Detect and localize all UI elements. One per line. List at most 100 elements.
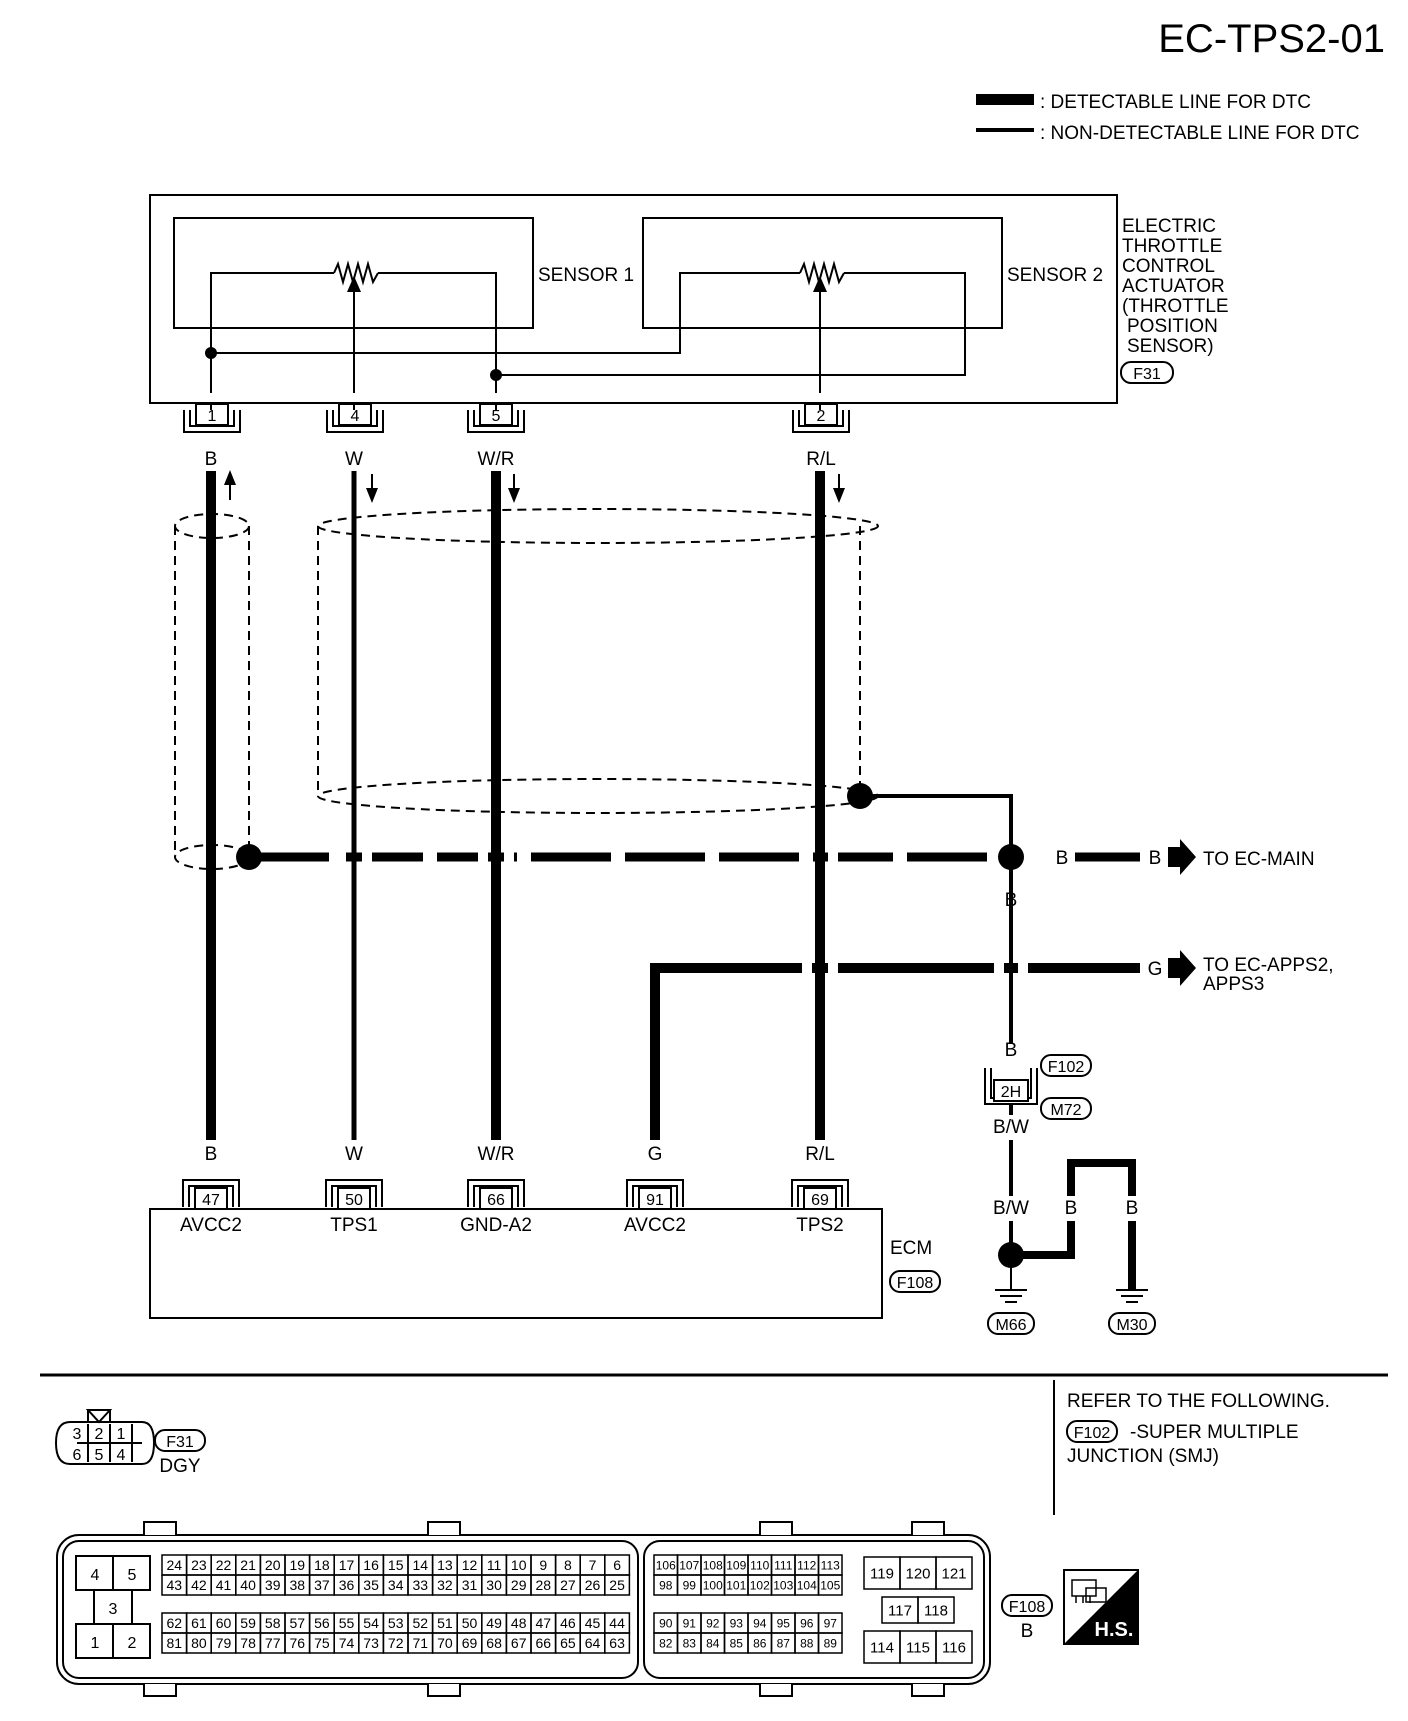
wire-color-label: B	[205, 1144, 218, 1165]
pin-number: 85	[730, 1636, 744, 1650]
pin-number: 84	[706, 1636, 720, 1650]
pin-bracket	[626, 1179, 684, 1207]
sensor2-box	[642, 217, 1003, 329]
pin-number: 70	[437, 1635, 453, 1651]
pin-number: 58	[265, 1615, 281, 1631]
connector-color-label: DGY	[159, 1456, 201, 1477]
signal-wires: G TO EC-APPS2, APPS3	[206, 471, 1339, 1140]
pin-number: 47	[536, 1615, 552, 1631]
wire-color-label: W	[345, 1144, 363, 1165]
gap	[1018, 961, 1028, 976]
pin-number: 90	[659, 1616, 673, 1630]
pin-number: 18	[314, 1557, 330, 1573]
wire-avcc2-g	[650, 963, 1140, 1140]
ecm-latch-tabs	[143, 1684, 945, 1697]
pin-number: 39	[265, 1577, 281, 1593]
pin-number: 25	[609, 1577, 625, 1593]
pin-number: 93	[730, 1616, 744, 1630]
to-ec-apps-label: TO EC-APPS2, APPS3	[1203, 955, 1339, 995]
pin-number: 19	[290, 1557, 306, 1573]
pin-number: 69	[811, 1192, 829, 1209]
wire-color-label: W/R	[478, 449, 515, 470]
pin-number: 63	[609, 1635, 625, 1651]
arrow-up-icon	[224, 470, 236, 485]
pin-number: 74	[339, 1635, 355, 1651]
f31-face-outline	[54, 1421, 156, 1465]
legend-thin-line	[976, 128, 1034, 132]
ground-wire	[1011, 1159, 1136, 1290]
icon-part	[1085, 1587, 1107, 1603]
gap	[362, 850, 372, 865]
shield-large-bottom	[317, 778, 879, 814]
pin-number: 73	[363, 1635, 379, 1651]
ecm-face-left	[62, 1540, 639, 1679]
pin-number: 86	[753, 1636, 767, 1650]
pin-number: 49	[486, 1615, 502, 1631]
throttle-actuator: SENSOR 1 SENSOR 2 ELECTRIC THROTTLE CONT…	[149, 194, 1229, 404]
terminal-name: TPS2	[796, 1215, 844, 1236]
pin-number: 100	[703, 1578, 723, 1592]
pin-number: 27	[560, 1577, 576, 1593]
pin-number: 3	[73, 1426, 82, 1443]
sensor2-wiper-arrow-icon	[813, 276, 827, 292]
pin-number: 43	[167, 1577, 183, 1593]
pin-number: 2	[128, 1635, 137, 1652]
pin-number: 34	[388, 1577, 404, 1593]
to-ec-main-label: TO EC-MAIN	[1203, 849, 1315, 870]
pin-number: 30	[486, 1577, 502, 1593]
actuator-connector-tag	[1120, 361, 1174, 384]
pin-number: 80	[191, 1635, 207, 1651]
ecm-pin-brackets	[182, 1179, 849, 1207]
connector-tag	[1040, 1054, 1092, 1077]
connector-tag-label: M72	[1050, 1102, 1081, 1119]
pin-number: 28	[536, 1577, 552, 1593]
pin-number: 46	[560, 1615, 576, 1631]
ground-label: M66	[995, 1317, 1026, 1334]
ecm-latch-tabs	[143, 1521, 945, 1535]
wire-color-label: B/W	[993, 1198, 1029, 1219]
pin-number: 4	[117, 1447, 126, 1464]
hs-badge-label: H.S.	[1095, 1619, 1134, 1641]
pin-number: 56	[314, 1615, 330, 1631]
actuator-connector-label: F31	[1133, 366, 1161, 383]
arrow-right-icon	[1168, 839, 1196, 875]
f31-connector-view: 3 2 1 6 5 4 F31 DGY	[54, 1409, 206, 1477]
arrow-down-icon	[833, 488, 845, 503]
pin-number: 42	[191, 1577, 207, 1593]
pin-cell	[604, 1632, 631, 1654]
connector-tag-label: F108	[1009, 1599, 1046, 1616]
sensor1-label: SENSOR 1	[538, 265, 634, 286]
terminal-name: AVCC2	[180, 1215, 242, 1236]
gap	[828, 850, 838, 865]
pin-number: 112	[797, 1558, 816, 1572]
legend: : DETECTABLE LINE FOR DTC : NON-DETECTAB…	[976, 92, 1360, 144]
pin-number: 37	[314, 1577, 330, 1593]
pin-number: 32	[437, 1577, 453, 1593]
pin-number: 5	[128, 1567, 137, 1584]
splice-dot	[236, 844, 262, 870]
gap	[802, 961, 812, 976]
splice-dot	[490, 369, 502, 381]
pin-number: 5	[95, 1447, 104, 1464]
pin-number: 102	[750, 1578, 770, 1592]
pin-number: 11	[487, 1557, 502, 1573]
terminal-name: TPS1	[330, 1215, 378, 1236]
legend-detectable-text: : DETECTABLE LINE FOR DTC	[1040, 92, 1311, 113]
pin-number: 97	[824, 1616, 838, 1630]
connector-tag	[889, 1270, 941, 1293]
pin-cell	[935, 1556, 973, 1590]
junction-pin-2h	[993, 1079, 1029, 1102]
pin-bracket	[182, 1179, 240, 1207]
pin-number: 6	[73, 1447, 82, 1464]
pin-number: 95	[777, 1616, 791, 1630]
pin-number: 64	[585, 1635, 601, 1651]
pin-number: 2	[95, 1426, 104, 1443]
gap	[828, 961, 838, 976]
pin-number: 1	[208, 408, 217, 425]
pin-number: 105	[820, 1578, 840, 1592]
pin-number: 94	[753, 1616, 767, 1630]
actuator-box	[149, 194, 1118, 404]
pin-number: 33	[413, 1577, 429, 1593]
